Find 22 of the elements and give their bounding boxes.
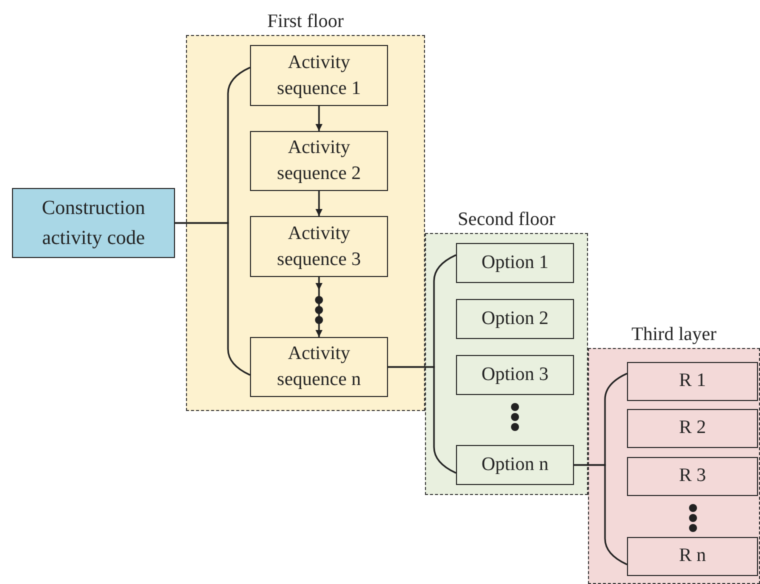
arrow	[316, 277, 322, 337]
group-heading: Second floor	[456, 208, 556, 232]
process-box: Option 3	[456, 355, 574, 395]
process-box: Activity sequence n	[250, 337, 388, 397]
bracket-connector	[175, 222, 250, 376]
bracket-connector	[574, 464, 628, 566]
arrow	[316, 106, 322, 131]
process-box: R 2	[627, 409, 758, 448]
process-box: Option n	[456, 445, 574, 485]
process-box: Option 2	[456, 299, 574, 339]
process-box: Construction activity code	[12, 188, 175, 258]
process-box: Activity sequence 1	[250, 45, 388, 106]
process-box: Activity sequence 3	[250, 216, 388, 277]
bracket-connector	[388, 366, 456, 474]
process-box: Option 1	[456, 243, 574, 283]
group-heading: First floor	[266, 10, 345, 34]
group-heading: Third layer	[630, 323, 718, 347]
process-box: R 3	[627, 457, 758, 496]
arrow	[316, 191, 322, 216]
process-box: Activity sequence 2	[250, 131, 388, 191]
process-box: R n	[627, 537, 758, 576]
process-box: R 1	[627, 362, 758, 401]
